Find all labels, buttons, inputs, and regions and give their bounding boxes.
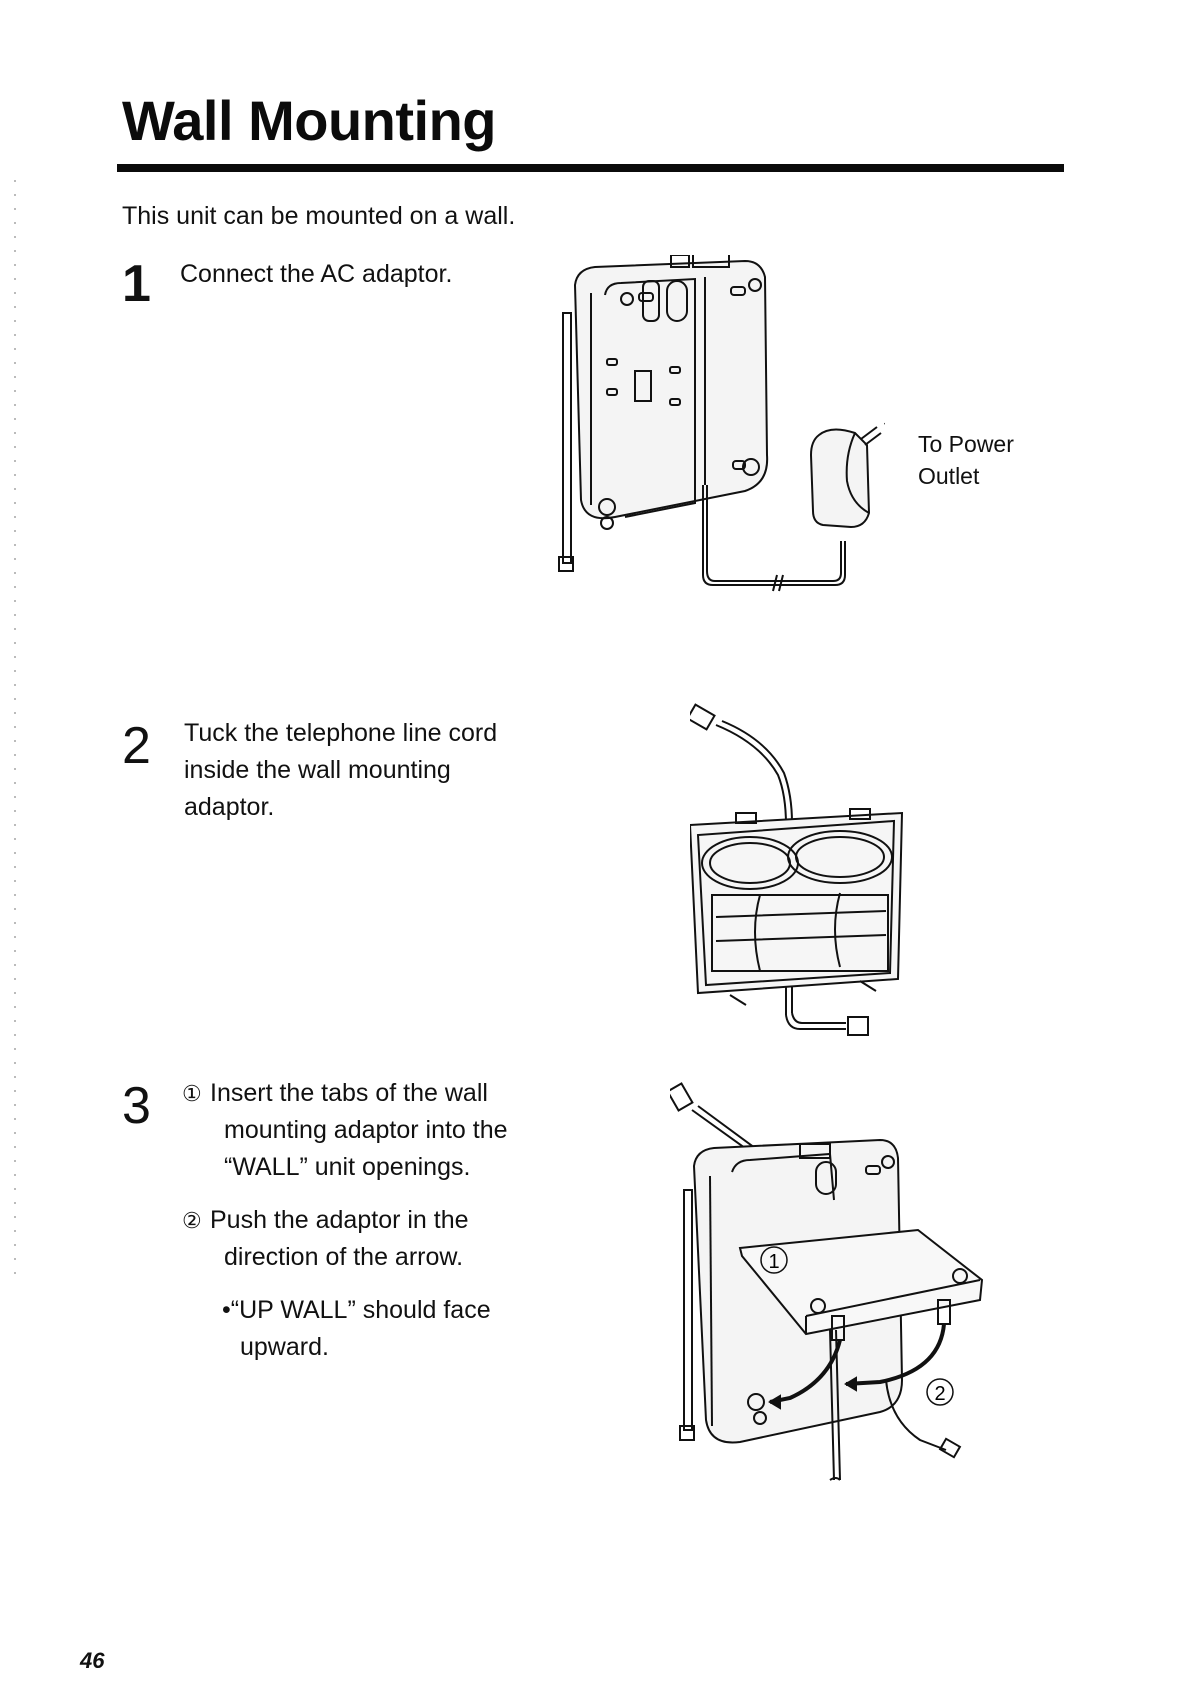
substep-2-line1: ② Push the adaptor in the [182, 1202, 469, 1239]
power-outlet-callout-line2: Outlet [918, 463, 980, 489]
title-rule [117, 164, 1064, 172]
step-1-text: Connect the AC adaptor. [180, 260, 453, 288]
substep-2-text-line1: Push the adaptor in the [210, 1206, 469, 1234]
page-number: 46 [80, 1648, 105, 1673]
page-title: Wall Mounting [122, 89, 497, 152]
base-unit-ac-adaptor-illustration [558, 255, 885, 592]
attach-adaptor-illustration: 1 2 [670, 1082, 984, 1481]
step-2-text-line2: inside the wall mounting [184, 756, 451, 784]
step-2-text-line1: Tuck the telephone line cord [184, 719, 498, 747]
adaptor-frame [690, 811, 904, 995]
note-bullet-line2: upward. [240, 1333, 329, 1361]
antenna-shape [562, 312, 572, 564]
wall-mounting-adaptor-with-cord-illustration [690, 703, 904, 1036]
substep-1-line2: mounting adaptor into the [224, 1116, 508, 1144]
bullet-marker: • [222, 1296, 231, 1324]
modular-plug-top [690, 703, 716, 731]
substep-1-line1: ① Insert the tabs of the wall [182, 1075, 488, 1112]
note-bullet-line1: •“UP WALL” should face [222, 1292, 491, 1329]
callout-1-circle [760, 1246, 788, 1274]
wall-adaptor-plate [738, 1228, 984, 1336]
intro-text: This unit can be mounted on a wall. [122, 202, 516, 230]
scan-margin-artifact [14, 180, 16, 1280]
callout-2-circle [926, 1378, 954, 1406]
callout-1-label: 1 [768, 1251, 779, 1273]
substep-2-marker: ② [182, 1208, 202, 1233]
base-unit-body [573, 259, 769, 520]
substep-1-text-line1: Insert the tabs of the wall [210, 1079, 488, 1107]
step-2-number: 2 [122, 717, 151, 775]
substep-1-marker: ① [182, 1081, 202, 1106]
step-1-number: 1 [122, 255, 151, 313]
modular-plug-top [670, 1082, 694, 1112]
ac-adaptor-shape [809, 428, 871, 529]
power-outlet-callout-line1: To Power [918, 431, 1014, 457]
substep-2-line2: direction of the arrow. [224, 1243, 464, 1271]
step-3-number: 3 [122, 1077, 151, 1135]
modular-plug-bottom [847, 1016, 869, 1036]
substep-1-line3: “WALL” unit openings. [224, 1153, 471, 1181]
step-2-text-line3: adaptor. [184, 793, 275, 821]
note-text-line1: “UP WALL” should face [230, 1296, 491, 1324]
callout-2-label: 2 [934, 1383, 945, 1405]
